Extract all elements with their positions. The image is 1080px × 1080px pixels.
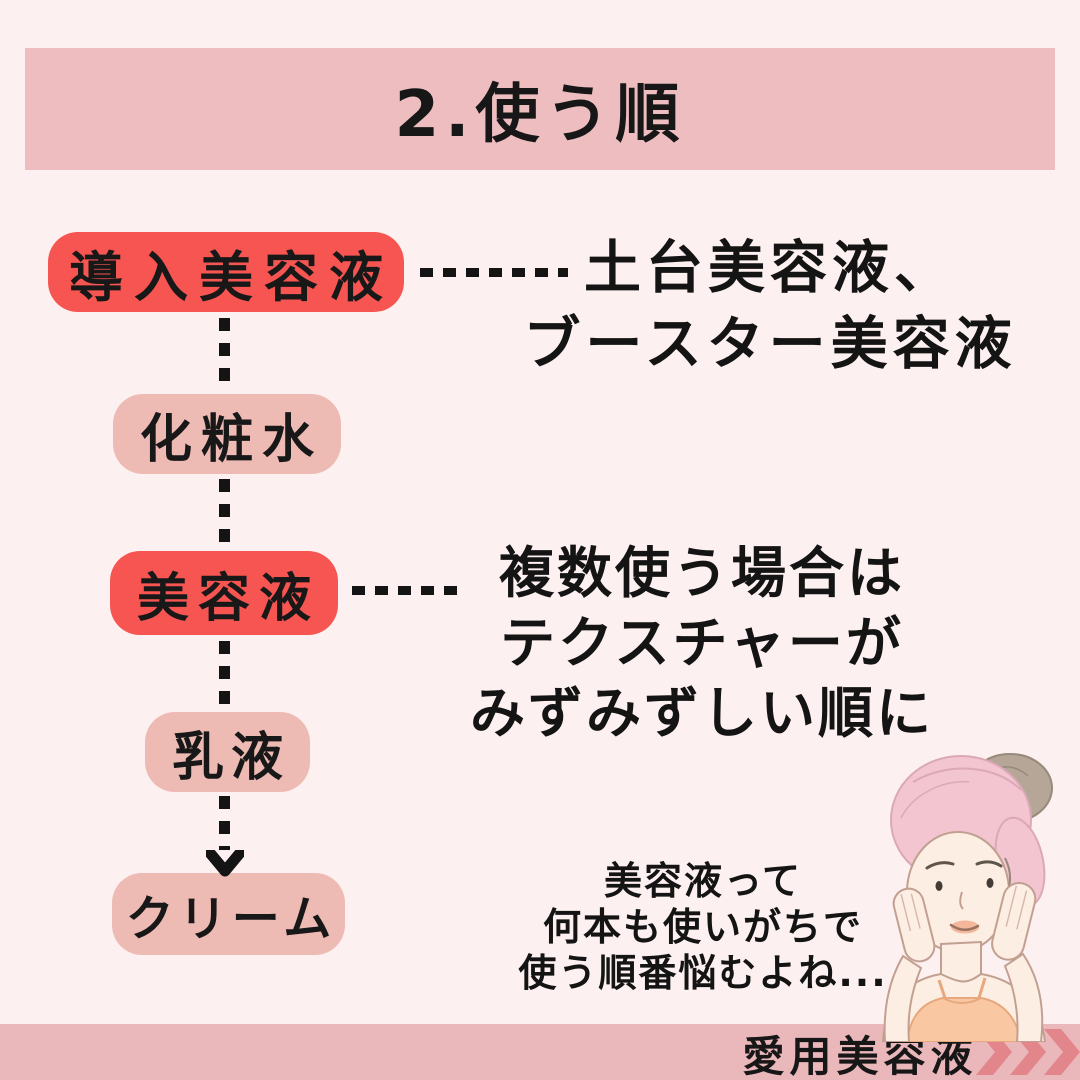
flow-step-label: 導入美容液 bbox=[69, 245, 394, 309]
woman-pink-hair-towel-touching-cheeks-icon bbox=[881, 753, 1053, 1042]
flow-step-emulsion: 乳液 bbox=[145, 712, 310, 792]
dotted-connector bbox=[219, 318, 230, 388]
dotted-connector bbox=[219, 641, 230, 707]
flow-step-serum: 美容液 bbox=[110, 551, 338, 635]
title-banner: 2.使う順 bbox=[25, 48, 1055, 170]
page-title: 2.使う順 bbox=[394, 78, 686, 152]
annotation-line: 土台美容液、 bbox=[584, 235, 956, 301]
flow-step-label: クリーム bbox=[125, 891, 337, 947]
annotation-line: テクスチャーが bbox=[500, 611, 904, 675]
annotation-serum: 複数使う場合は テクスチャーが みずみずしい順に bbox=[402, 538, 1002, 748]
speech-note: 美容液って 何本も使いがちで 使う順番悩むよね... bbox=[500, 858, 906, 996]
dotted-leader bbox=[420, 268, 568, 277]
speech-line: 何本も使いがちで bbox=[542, 905, 863, 949]
flow-step-label: 化粧水 bbox=[139, 409, 323, 470]
speech-line: 美容液って bbox=[603, 859, 803, 903]
arrow-down-icon bbox=[206, 850, 244, 877]
dotted-connector bbox=[219, 479, 230, 545]
annotation-line: 複数使う場合は bbox=[498, 541, 905, 605]
speech-line: 使う順番悩むよね... bbox=[518, 951, 888, 995]
dotted-connector bbox=[219, 796, 230, 850]
annotation-line: みずみずしい順に bbox=[469, 681, 934, 745]
dotted-leader bbox=[352, 586, 462, 595]
flow-step-lotion: 化粧水 bbox=[113, 394, 341, 474]
flow-step-label: 美容液 bbox=[136, 568, 320, 629]
annotation-line: ブースター美容液 bbox=[523, 311, 1017, 377]
flow-step-cream: クリーム bbox=[112, 873, 345, 955]
flow-step-label: 乳液 bbox=[171, 727, 290, 788]
flow-step-intro-serum: 導入美容液 bbox=[48, 232, 404, 312]
annotation-intro-serum: 土台美容液、 ブースター美容液 bbox=[470, 230, 1070, 382]
